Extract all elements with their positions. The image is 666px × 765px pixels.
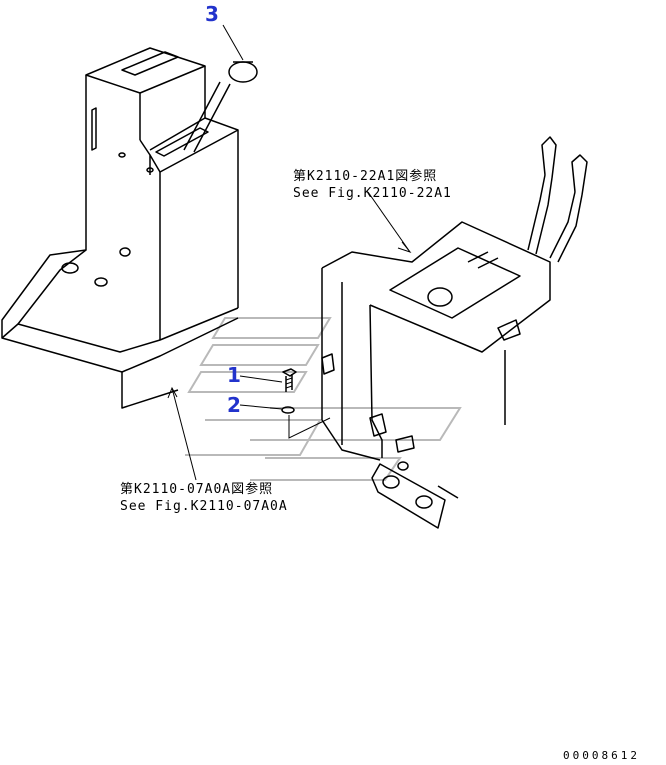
leader-lines	[167, 24, 412, 481]
lever-part	[183, 61, 258, 153]
bolt-part	[282, 368, 297, 392]
document-id: 00008612	[563, 749, 640, 762]
reference-lower-jp: 第K2110-07A0A図参照	[120, 482, 274, 497]
reference-upper-jp: 第K2110-22A1図参照	[293, 169, 438, 184]
callout-2: 2	[227, 393, 241, 417]
callout-3: 3	[205, 2, 219, 26]
reference-upper-en: See Fig.K2110-22A1	[293, 186, 452, 201]
reference-lower-en: See Fig.K2110-07A0A	[120, 499, 288, 514]
watermark-logo	[185, 317, 462, 481]
washer-part	[281, 406, 295, 414]
bracket-assembly	[321, 136, 588, 529]
bolt-centerline	[288, 415, 331, 439]
callout-1: 1	[227, 363, 241, 387]
console-pedestal	[1, 47, 239, 409]
